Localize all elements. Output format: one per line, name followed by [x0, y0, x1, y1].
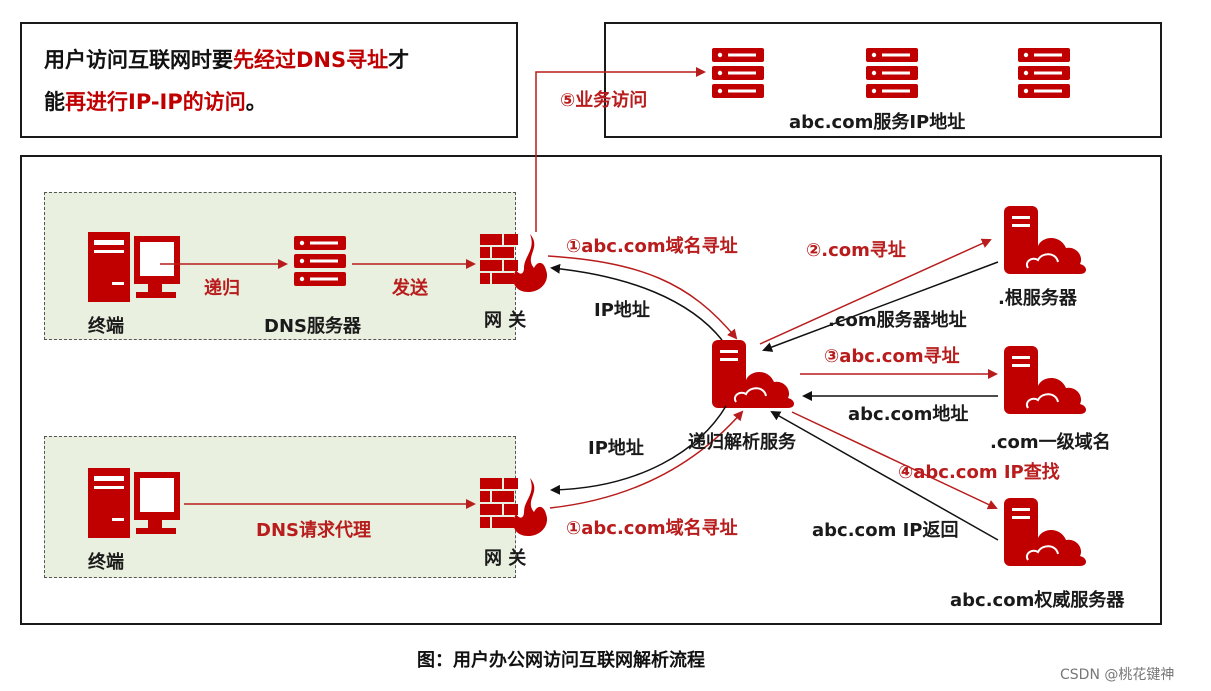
business-server-3-icon — [1018, 48, 1070, 98]
step2-label: ②.com寻址 — [806, 240, 906, 261]
intro-part5: 再进行IP-IP的访问 — [65, 90, 246, 114]
tld-server-icon — [1003, 345, 1087, 415]
arrow-auth-query — [791, 411, 998, 510]
gateway-top-icon — [480, 234, 548, 292]
ip-return-label: abc.com IP返回 — [812, 520, 959, 541]
intro-part2: 先经过DNS寻址 — [233, 48, 389, 72]
auth-server-icon — [1003, 497, 1087, 567]
ip-top-label: IP地址 — [594, 300, 650, 321]
step1-top-label: ①abc.com域名寻址 — [566, 236, 738, 257]
intro-text: 用户访问互联网时要先经过DNS寻址才 能再进行IP-IP的访问。 — [44, 39, 514, 123]
intro-box: 用户访问互联网时要先经过DNS寻址才 能再进行IP-IP的访问。 — [20, 22, 518, 138]
recursive-resolver-icon — [711, 339, 795, 409]
figure-caption: 图：用户办公网访问互联网解析流程 — [417, 650, 705, 671]
arrow-query-bottom — [549, 410, 744, 509]
intro-part6: 。 — [245, 90, 267, 114]
edge-send-label: 发送 — [392, 278, 428, 299]
arrow-root-return — [762, 261, 999, 352]
tld-label: .com一级域名 — [990, 432, 1111, 453]
com-addr-label: abc.com地址 — [848, 404, 969, 425]
arrow-query-top — [547, 255, 738, 340]
gateway-bottom-label: 网 关 — [484, 548, 527, 569]
dns-server-label: DNS服务器 — [264, 316, 361, 337]
edge-dns-proxy-label: DNS请求代理 — [256, 520, 371, 541]
root-server-icon — [1003, 205, 1087, 275]
auth-label: abc.com权威服务器 — [950, 590, 1125, 611]
servers-box-label: abc.com服务IP地址 — [789, 112, 966, 133]
recursive-label: 递归解析服务 — [688, 432, 796, 453]
terminal-top-label: 终端 — [88, 316, 124, 337]
step5-label: ⑤业务访问 — [560, 90, 648, 111]
ip-bottom-label: IP地址 — [588, 438, 644, 459]
arrow-auth-return — [770, 411, 999, 541]
step4-label: ④abc.com IP查找 — [898, 462, 1060, 483]
gateway-bottom-icon — [480, 478, 548, 536]
arrow-business-access — [535, 67, 706, 232]
dns-server-icon — [294, 236, 346, 286]
gateway-top-label: 网 关 — [484, 310, 527, 331]
arrow-root-query — [759, 238, 992, 345]
root-label: .根服务器 — [998, 288, 1077, 309]
terminal-bottom-label: 终端 — [88, 552, 124, 573]
root-addr-label: .com服务器地址 — [828, 310, 967, 331]
intro-part3: 才 — [388, 48, 410, 72]
arrow-ip-return-top — [550, 263, 723, 341]
arrow-ip-return-bottom — [550, 405, 727, 495]
business-server-1-icon — [712, 48, 764, 98]
step1-bottom-label: ①abc.com域名寻址 — [566, 518, 738, 539]
step3-label: ③abc.com寻址 — [824, 346, 960, 367]
business-server-2-icon — [866, 48, 918, 98]
terminal-top-icon — [88, 232, 180, 302]
terminal-bottom-icon — [88, 468, 180, 538]
intro-part1: 用户访问互联网时要 — [44, 48, 233, 72]
watermark: CSDN @桃花键神 — [1060, 667, 1175, 683]
edge-recursion-label: 递归 — [204, 278, 240, 299]
intro-part4: 能 — [44, 90, 65, 114]
